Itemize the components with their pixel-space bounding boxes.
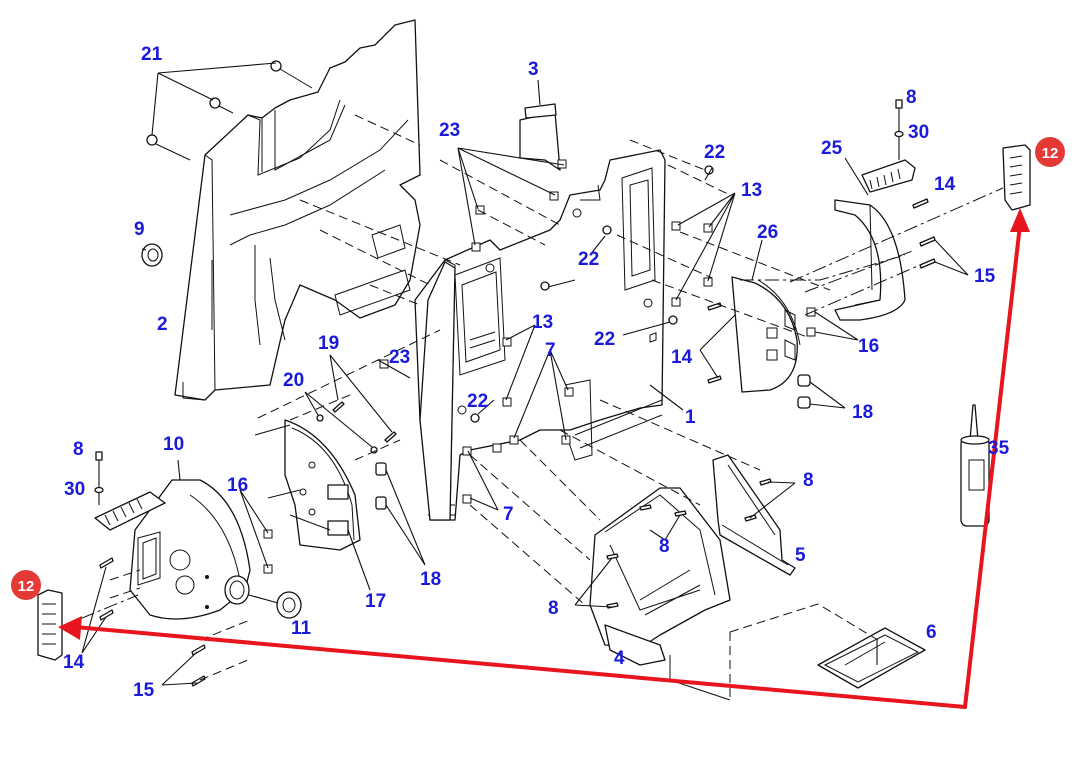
callout-10[interactable]: 10 — [163, 434, 184, 455]
callout-8[interactable]: 8 — [906, 87, 917, 108]
callout-25[interactable]: 25 — [821, 138, 843, 159]
callout-9[interactable]: 9 — [134, 219, 145, 240]
callout-1[interactable]: 1 — [685, 407, 696, 428]
callout-14[interactable]: 14 — [63, 652, 85, 673]
part-26-cover — [731, 276, 801, 393]
callout-21[interactable]: 21 — [141, 44, 163, 65]
callout-15[interactable]: 15 — [133, 680, 155, 701]
callout-8[interactable]: 8 — [803, 470, 814, 491]
part-5-trim — [712, 454, 796, 576]
part-35-sealant-tube — [960, 404, 990, 527]
callout-23[interactable]: 23 — [389, 347, 410, 368]
part-10-housing — [94, 479, 251, 620]
badge-12-left-label: 12 — [18, 578, 35, 595]
callout-6[interactable]: 6 — [926, 622, 937, 643]
assembly-lines — [57, 114, 1004, 701]
part-21-plugs — [146, 60, 313, 161]
callout-15[interactable]: 15 — [974, 266, 996, 287]
callout-22[interactable]: 22 — [594, 329, 615, 350]
fasteners-22 — [470, 165, 714, 423]
callout-22[interactable]: 22 — [704, 142, 725, 163]
part-1-center-panel — [414, 149, 684, 521]
callout-7[interactable]: 7 — [545, 340, 556, 361]
callout-22[interactable]: 22 — [467, 391, 488, 412]
callout-7[interactable]: 7 — [503, 504, 514, 525]
highlight-arrow — [58, 208, 1030, 709]
screws-8-center — [574, 504, 687, 609]
callout-8[interactable]: 8 — [73, 439, 84, 460]
part-12-vent-left — [37, 589, 63, 661]
callout-8[interactable]: 8 — [548, 598, 559, 619]
clips — [263, 159, 816, 574]
callout-11[interactable]: 11 — [291, 618, 312, 639]
part-25-duct — [834, 157, 916, 321]
callout-14[interactable]: 14 — [934, 174, 956, 195]
arrow-head-left — [58, 616, 82, 640]
callout-2[interactable]: 2 — [157, 314, 168, 335]
callout-3[interactable]: 3 — [528, 59, 539, 80]
part-12-vent-right — [1002, 144, 1031, 211]
callout-labels: 21 3 23 22 13 8 30 25 14 9 26 22 15 2 13… — [63, 44, 1010, 701]
screws-19-20 — [304, 354, 397, 454]
part-3-bracket — [519, 79, 561, 171]
part-8-30-bottom-left — [94, 451, 104, 505]
callout-26[interactable]: 26 — [757, 222, 778, 243]
part-18-knobs-left — [375, 462, 426, 566]
callout-22[interactable]: 22 — [578, 249, 599, 270]
badge-12-right-label: 12 — [1042, 145, 1059, 162]
part-9-grommet — [141, 243, 163, 267]
callout-5[interactable]: 5 — [795, 545, 806, 566]
screws-right — [699, 198, 969, 384]
callout-16[interactable]: 16 — [858, 336, 879, 357]
part-1-pillar — [419, 261, 456, 521]
callout-18[interactable]: 18 — [420, 569, 441, 590]
badge-12-right[interactable]: 12 — [1035, 137, 1065, 167]
part-4-tray — [589, 487, 731, 666]
callout-20[interactable]: 20 — [283, 370, 304, 391]
callout-30[interactable]: 30 — [64, 479, 85, 500]
callout-13[interactable]: 13 — [532, 312, 553, 333]
part-18-knobs-right — [797, 374, 846, 409]
callout-30[interactable]: 30 — [908, 122, 929, 143]
callout-4[interactable]: 4 — [614, 648, 625, 669]
callout-35[interactable]: 35 — [988, 438, 1010, 459]
callout-16[interactable]: 16 — [227, 475, 248, 496]
callout-8[interactable]: 8 — [659, 536, 670, 557]
badge-12-left[interactable]: 12 — [11, 570, 41, 600]
part-6-filter-frame — [817, 627, 926, 689]
callout-23[interactable]: 23 — [439, 120, 460, 141]
callout-19[interactable]: 19 — [318, 333, 339, 354]
part-2-side-panel — [174, 19, 421, 401]
callout-14[interactable]: 14 — [671, 347, 693, 368]
callout-18[interactable]: 18 — [852, 402, 873, 423]
arrow-head-right — [1010, 208, 1030, 232]
part-11-grommet — [248, 591, 302, 619]
leader-lines — [177, 147, 859, 569]
part-17-light — [254, 419, 371, 591]
part-8-30-top-right — [894, 99, 904, 160]
callout-17[interactable]: 17 — [365, 591, 386, 612]
callout-13[interactable]: 13 — [741, 180, 762, 201]
screws-lower-left — [81, 557, 206, 687]
